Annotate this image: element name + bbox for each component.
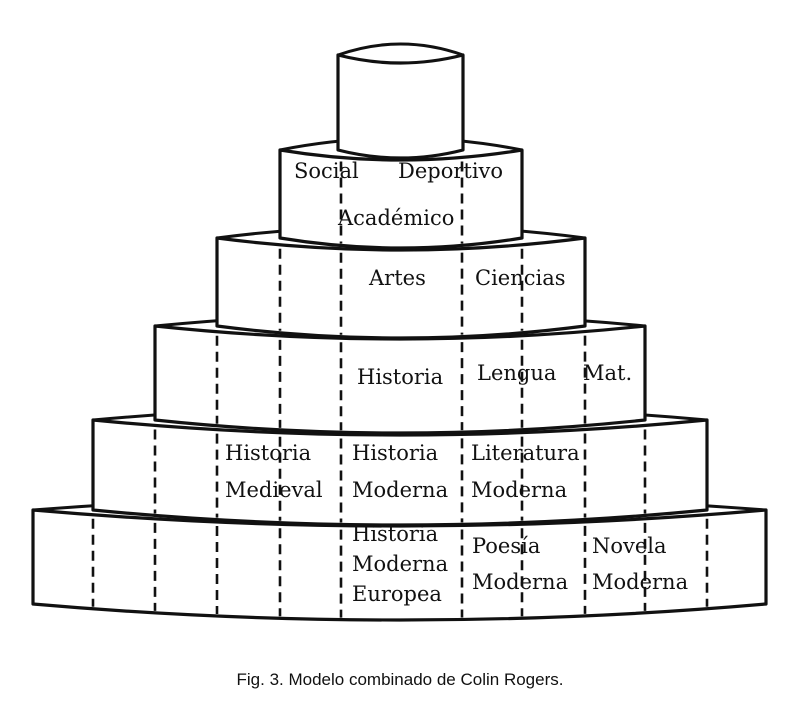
subject-label: Historia (357, 365, 443, 389)
subject-label: Social (294, 159, 359, 183)
subject-label: Historia (225, 441, 311, 465)
subject-label: Académico (337, 206, 454, 230)
tier-face (217, 238, 585, 338)
tier-top-surface (338, 44, 463, 63)
subject-label: Historia (352, 522, 438, 546)
subject-label: Poesía (472, 534, 540, 558)
tier-outline (336, 53, 465, 160)
tier-face (338, 55, 463, 158)
subject-label: Moderna (472, 570, 568, 594)
subject-label: Deportivo (398, 159, 503, 183)
tier-face (93, 420, 707, 525)
subject-label: Europea (352, 582, 442, 606)
tier-face (280, 150, 522, 248)
tier-outline (215, 236, 587, 340)
tier-back-edge (337, 42, 464, 57)
subject-label: Ciencias (475, 266, 566, 290)
tier-outline (153, 324, 647, 435)
subject-label: Mat. (583, 361, 632, 385)
subject-label: Medieval (225, 478, 323, 502)
figure-caption: Fig. 3. Modelo combinado de Colin Rogers… (236, 670, 564, 689)
subject-label: Moderna (471, 478, 567, 502)
cake-tier-1 (336, 42, 465, 160)
tier-outline (278, 148, 524, 250)
subject-label: Historia (352, 441, 438, 465)
subject-label: Literatura (471, 441, 580, 465)
subject-label: Novela (592, 534, 667, 558)
subject-label: Artes (368, 266, 426, 290)
subject-label: Moderna (592, 570, 688, 594)
subject-label: Moderna (352, 552, 448, 576)
subject-label: Lengua (477, 361, 556, 385)
subject-label: Moderna (352, 478, 448, 502)
tier-outline (91, 418, 709, 527)
